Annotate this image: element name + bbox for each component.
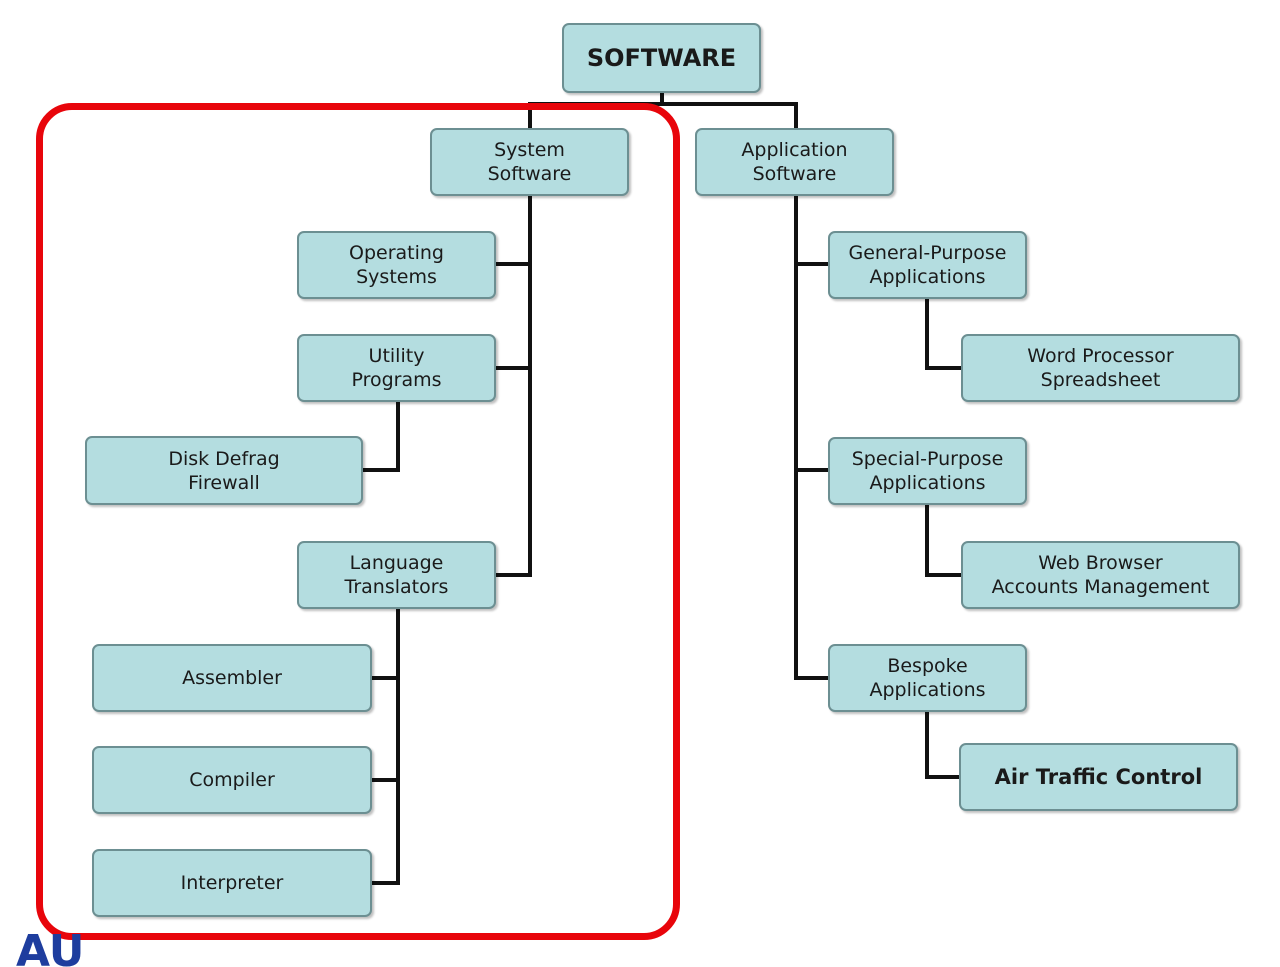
node-utility-programs: Utility Programs [297, 334, 496, 402]
node-operating-systems: Operating Systems [297, 231, 496, 299]
node-operating-systems-label: Operating Systems [349, 242, 444, 288]
au-logo: AU [16, 930, 85, 967]
connector-air-traffic [925, 710, 961, 779]
connector-word-processor [925, 296, 963, 370]
node-word-processor-spreadsheet: Word Processor Spreadsheet [961, 334, 1240, 402]
node-application-software: Application Software [695, 128, 894, 196]
node-application-software-label: Application Software [741, 139, 848, 185]
node-special-purpose: Special-Purpose Applications [828, 437, 1027, 505]
node-utility-programs-label: Utility Programs [351, 345, 442, 391]
node-compiler: Compiler [92, 746, 372, 814]
node-interpreter-label: Interpreter [180, 872, 284, 894]
node-system-software-label: System Software [487, 139, 572, 185]
node-system-software: System Software [430, 128, 629, 196]
node-general-purpose-label: General-Purpose Applications [848, 242, 1007, 288]
node-assembler: Assembler [92, 644, 372, 712]
node-disk-defrag-firewall-label: Disk Defrag Firewall [168, 447, 280, 494]
node-disk-defrag-firewall: Disk Defrag Firewall [85, 436, 363, 505]
highlight-frame [36, 103, 680, 940]
node-software: SOFTWARE [562, 23, 761, 93]
node-bespoke: Bespoke Applications [828, 644, 1027, 712]
node-software-label: SOFTWARE [586, 44, 737, 72]
node-compiler-label: Compiler [189, 769, 275, 791]
node-special-purpose-label: Special-Purpose Applications [851, 448, 1004, 494]
node-air-traffic-control: Air Traffic Control [959, 743, 1238, 811]
node-assembler-label: Assembler [182, 667, 282, 689]
node-language-translators: Language Translators [297, 541, 496, 609]
node-web-browser-accounts-label: Web Browser Accounts Management [991, 552, 1210, 598]
node-bespoke-label: Bespoke Applications [869, 655, 986, 701]
connector-web-browser [925, 502, 963, 577]
node-air-traffic-control-label: Air Traffic Control [994, 765, 1203, 789]
connector-root [528, 90, 798, 130]
connector-disk-defrag [361, 400, 400, 472]
node-web-browser-accounts: Web Browser Accounts Management [961, 541, 1240, 609]
node-interpreter: Interpreter [92, 849, 372, 917]
node-language-translators-label: Language Translators [344, 552, 449, 598]
node-general-purpose: General-Purpose Applications [828, 231, 1027, 299]
node-word-processor-spreadsheet-label: Word Processor Spreadsheet [1027, 345, 1174, 391]
